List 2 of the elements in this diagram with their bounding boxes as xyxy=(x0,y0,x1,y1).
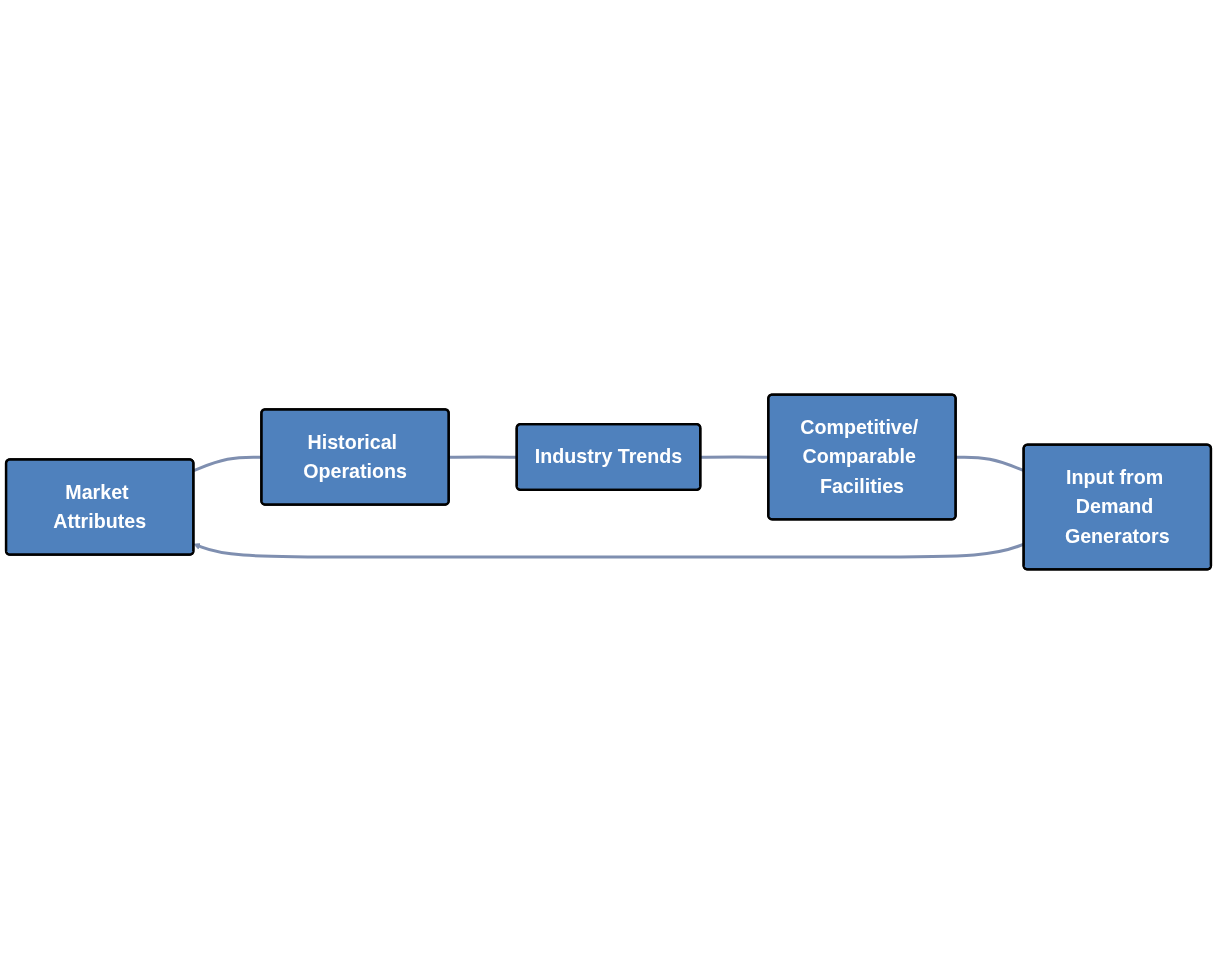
connector xyxy=(700,455,769,459)
connector xyxy=(193,455,262,473)
